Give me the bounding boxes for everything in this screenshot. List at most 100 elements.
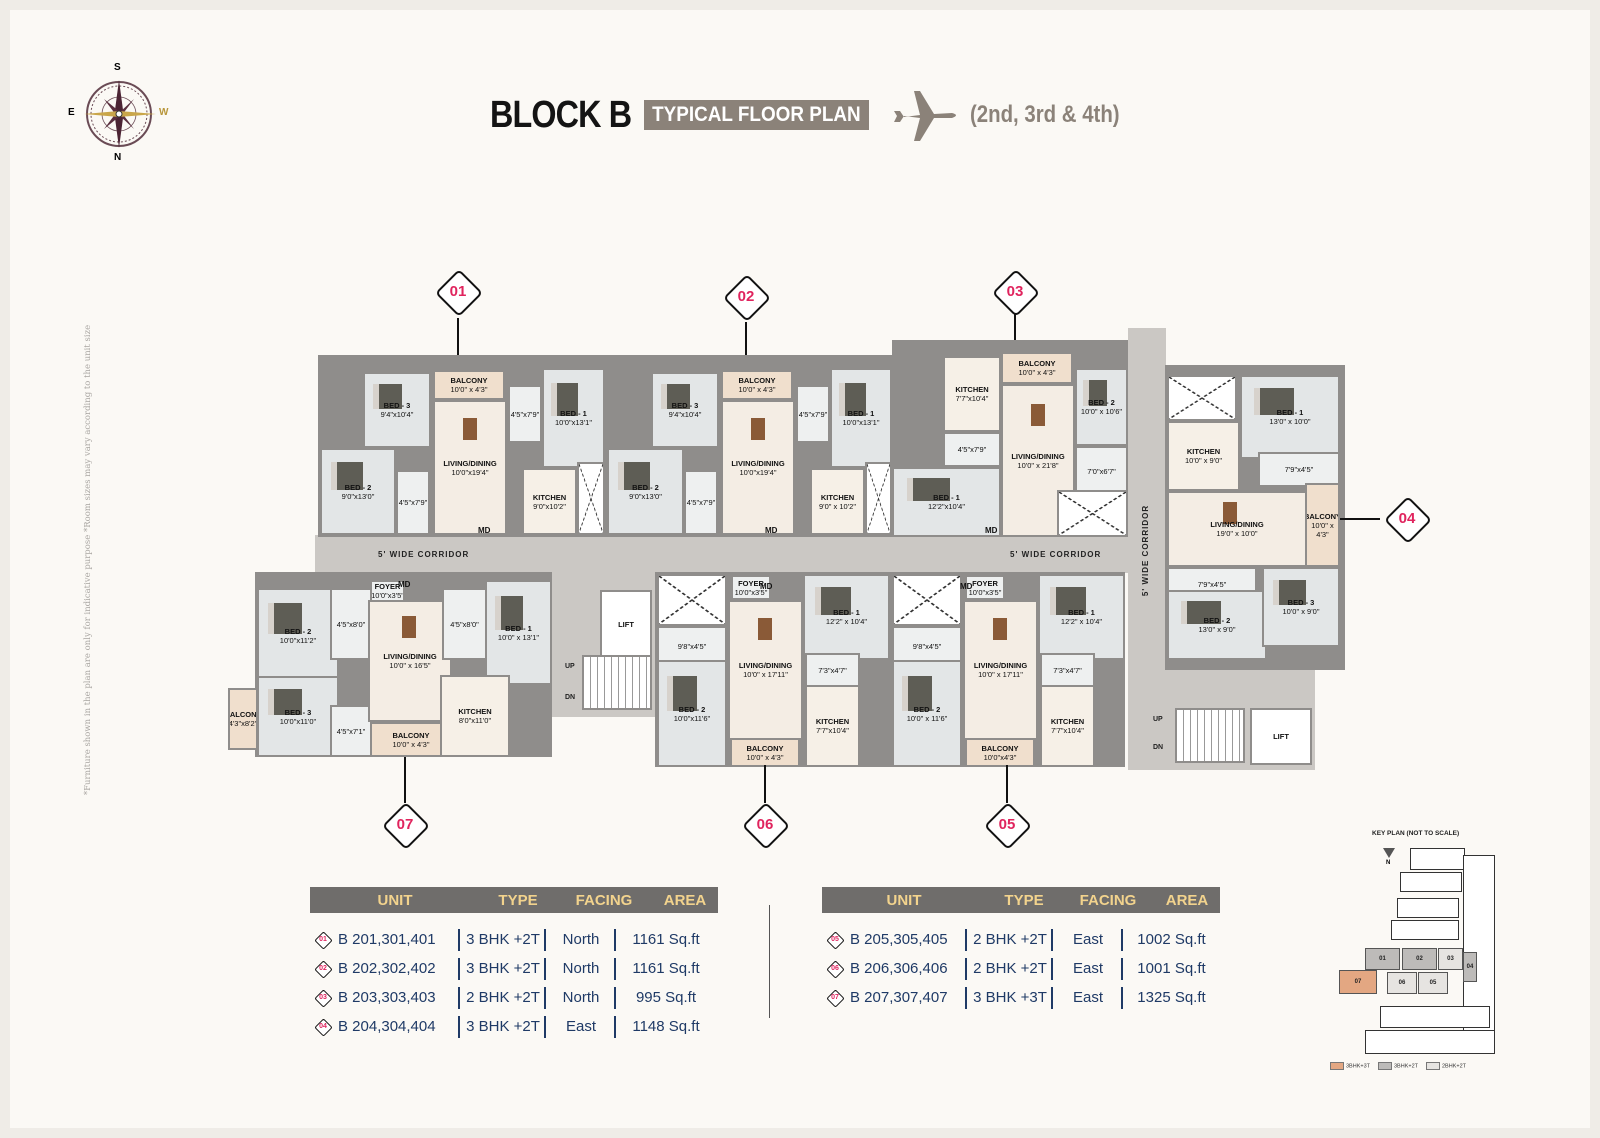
room-label: BED - 1 xyxy=(505,623,532,633)
room-label: KITCHEN xyxy=(815,717,850,726)
lift: LIFT xyxy=(600,590,652,658)
room-label: KITCHEN xyxy=(1050,717,1085,726)
room-size: 4'5"x8'0" xyxy=(450,619,479,629)
room-label: LIVING/DINING xyxy=(1210,520,1264,529)
room-size: 7'3"x4'7" xyxy=(818,666,847,675)
table-header: UNIT TYPE FACING AREA xyxy=(310,887,718,913)
unit-number: 06 xyxy=(831,964,839,972)
bed-furniture-icon xyxy=(494,596,524,631)
unit-cell: 07 B 207,307,407 xyxy=(822,986,967,1009)
area-cell: 1148 Sq.ft xyxy=(632,1018,700,1035)
room-size: 10'0" x 4'3" xyxy=(1018,368,1056,377)
key-plan-unit-02: 02 xyxy=(1402,948,1437,970)
room-label: BALCONY xyxy=(229,710,257,719)
type-cell: 3 BHK +2T xyxy=(460,958,546,980)
room-size: 4'5"x7'9" xyxy=(510,409,540,419)
col-area: AREA xyxy=(1165,891,1209,909)
toilet: 7'9"x4'5" xyxy=(1258,452,1340,487)
room-label: LIVING/DINING xyxy=(731,458,785,468)
room-size: 9'0"x10'2" xyxy=(533,501,566,511)
toilet: 4'5"x7'9" xyxy=(684,470,718,535)
room-size: 10'0" x 11'6" xyxy=(906,713,948,723)
room-size: 9'0" x 10'2" xyxy=(819,501,856,511)
room-size: 12'2" x 10'4" xyxy=(1060,617,1103,626)
bed-furniture-icon xyxy=(660,384,690,409)
unit-marker-05[interactable]: 05 xyxy=(983,801,1033,851)
area-cell: 1002 Sq.ft xyxy=(1137,931,1206,948)
room-label: FOYER xyxy=(374,582,401,591)
room-label: BED - 1 xyxy=(833,608,860,617)
staircase xyxy=(1175,708,1245,763)
room-size: 7'9"x4'5" xyxy=(1197,580,1227,589)
room-size: 7'7"x10'4" xyxy=(816,726,849,735)
shaft xyxy=(865,462,892,535)
unit-number: 02 xyxy=(319,964,327,972)
area-cell: 1161 Sq.ft xyxy=(632,931,700,948)
typical-floor-plan-badge: TYPICAL FLOOR PLAN xyxy=(644,100,869,130)
unit-marker-07[interactable]: 07 xyxy=(381,801,431,851)
unit-value: B 206,306,406 xyxy=(850,960,948,977)
unit-number: 05 xyxy=(831,935,839,943)
unit-number-badge: 07 xyxy=(826,988,845,1008)
unit-marker-06[interactable]: 06 xyxy=(741,801,791,851)
key-plan-unit-01: 01 xyxy=(1365,948,1400,970)
room-size: 4'5"x7'1" xyxy=(336,726,366,736)
toilet: 9'8"x4'5" xyxy=(892,626,962,666)
unit-marker-03[interactable]: 03 xyxy=(991,268,1041,318)
airplane-icon xyxy=(893,91,956,141)
unit-marker-number: 01 xyxy=(449,283,467,300)
col-unit: UNIT xyxy=(886,891,922,909)
dining-table-icon xyxy=(1223,501,1238,524)
room-size: 7'0"x6'7" xyxy=(1087,466,1116,476)
type-cell: 3 BHK +2T xyxy=(460,1016,546,1038)
unit-number-badge: 02 xyxy=(314,959,333,979)
room-size: 9'0"x13'0" xyxy=(341,491,375,501)
dining-table-icon xyxy=(751,417,765,440)
room-label: LIVING/DINING xyxy=(1011,451,1065,461)
room-size: 10'0"x3'5" xyxy=(968,587,1002,597)
room-label: BED - 1 xyxy=(1068,608,1095,617)
facing-cell: East xyxy=(1053,958,1123,980)
room-size: 10'0" x 9'0" xyxy=(1282,607,1320,616)
room-label: BED - 3 xyxy=(284,707,312,717)
unit-marker-02[interactable]: 02 xyxy=(722,273,772,323)
unit-marker-01[interactable]: 01 xyxy=(434,268,484,318)
room-label: BALCONY xyxy=(392,730,430,740)
key-plan-unit-05: 05 xyxy=(1418,972,1448,994)
room-size: 10'0"x19'4" xyxy=(739,467,777,477)
dining-table-icon xyxy=(402,616,416,639)
unit-value: B 204,304,404 xyxy=(338,1018,436,1035)
unit-marker-04[interactable]: 04 xyxy=(1383,495,1433,545)
bed-furniture-icon xyxy=(1272,579,1306,606)
toilet: 7'0"x6'7" xyxy=(1075,446,1128,496)
unit-value: B 202,302,402 xyxy=(338,960,436,977)
room-size: 10'0" x 13'1" xyxy=(497,632,540,642)
main-door-label: MD xyxy=(960,582,973,591)
unit-value: B 207,307,407 xyxy=(850,989,948,1006)
lift-label: LIFT xyxy=(1273,732,1289,741)
col-facing: FACING xyxy=(1079,891,1137,909)
unit-marker-number: 04 xyxy=(1398,510,1416,527)
room-size: 9'0"x13'0" xyxy=(629,491,662,501)
key-plan-north: N xyxy=(1386,860,1391,866)
bed-furniture-icon xyxy=(814,587,851,616)
